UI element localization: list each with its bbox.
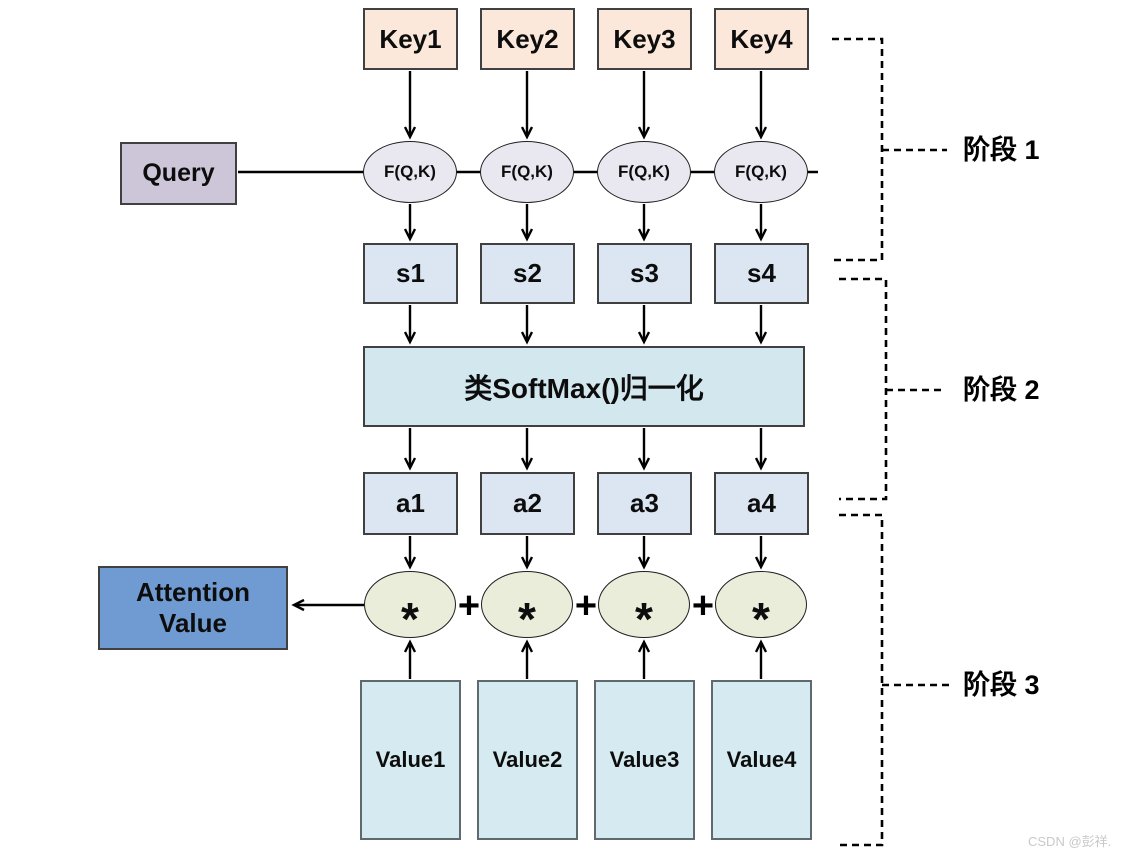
value4-box: Value4 [711,680,812,840]
weight-box-a4: a4 [714,472,809,535]
score-fn-ellipse-1: F(Q,K) [363,141,457,203]
plus-sign-3: + [691,585,715,627]
stage1-label: 阶段 1 [963,135,1040,165]
multiply-ellipse-3: * [598,571,690,644]
value1-box: Value1 [360,680,461,840]
plus-sign-1: + [457,585,481,627]
watermark: CSDN @彭祥. [1028,834,1112,849]
multiply-ellipse-4: * [715,571,807,644]
key4-box: Key4 [714,8,809,70]
multiply-ellipse-1: * [364,571,456,644]
multiply-symbol: * [518,592,536,645]
multiply-symbol: * [401,592,419,645]
weight-box-a2: a2 [480,472,575,535]
stage1-bracket [832,37,884,262]
multiply-symbol: * [752,592,770,645]
score-fn-ellipse-2: F(Q,K) [480,141,574,203]
score-box-s2: s2 [480,243,575,304]
score-fn-ellipse-4: F(Q,K) [714,141,808,203]
value3-box: Value3 [594,680,695,840]
weight-box-a1: a1 [363,472,458,535]
score-box-s4: s4 [714,243,809,304]
weight-box-a3: a3 [597,472,692,535]
plus-sign-2: + [574,585,598,627]
stage3-bracket [839,513,884,847]
value2-box: Value2 [477,680,578,840]
key3-box: Key3 [597,8,692,70]
stage3-label: 阶段 3 [963,670,1040,700]
key1-box: Key1 [363,8,458,70]
multiply-ellipse-2: * [481,571,573,644]
score-box-s1: s1 [363,243,458,304]
score-fn-ellipse-3: F(Q,K) [597,141,691,203]
query-box: Query [120,142,237,205]
score-box-s3: s3 [597,243,692,304]
softmax-box: 类SoftMax()归一化 [363,346,805,427]
attention-value-box: Attention Value [98,566,288,650]
stage2-label: 阶段 2 [963,375,1040,405]
multiply-symbol: * [635,592,653,645]
stage2-bracket [839,277,888,501]
key2-box: Key2 [480,8,575,70]
